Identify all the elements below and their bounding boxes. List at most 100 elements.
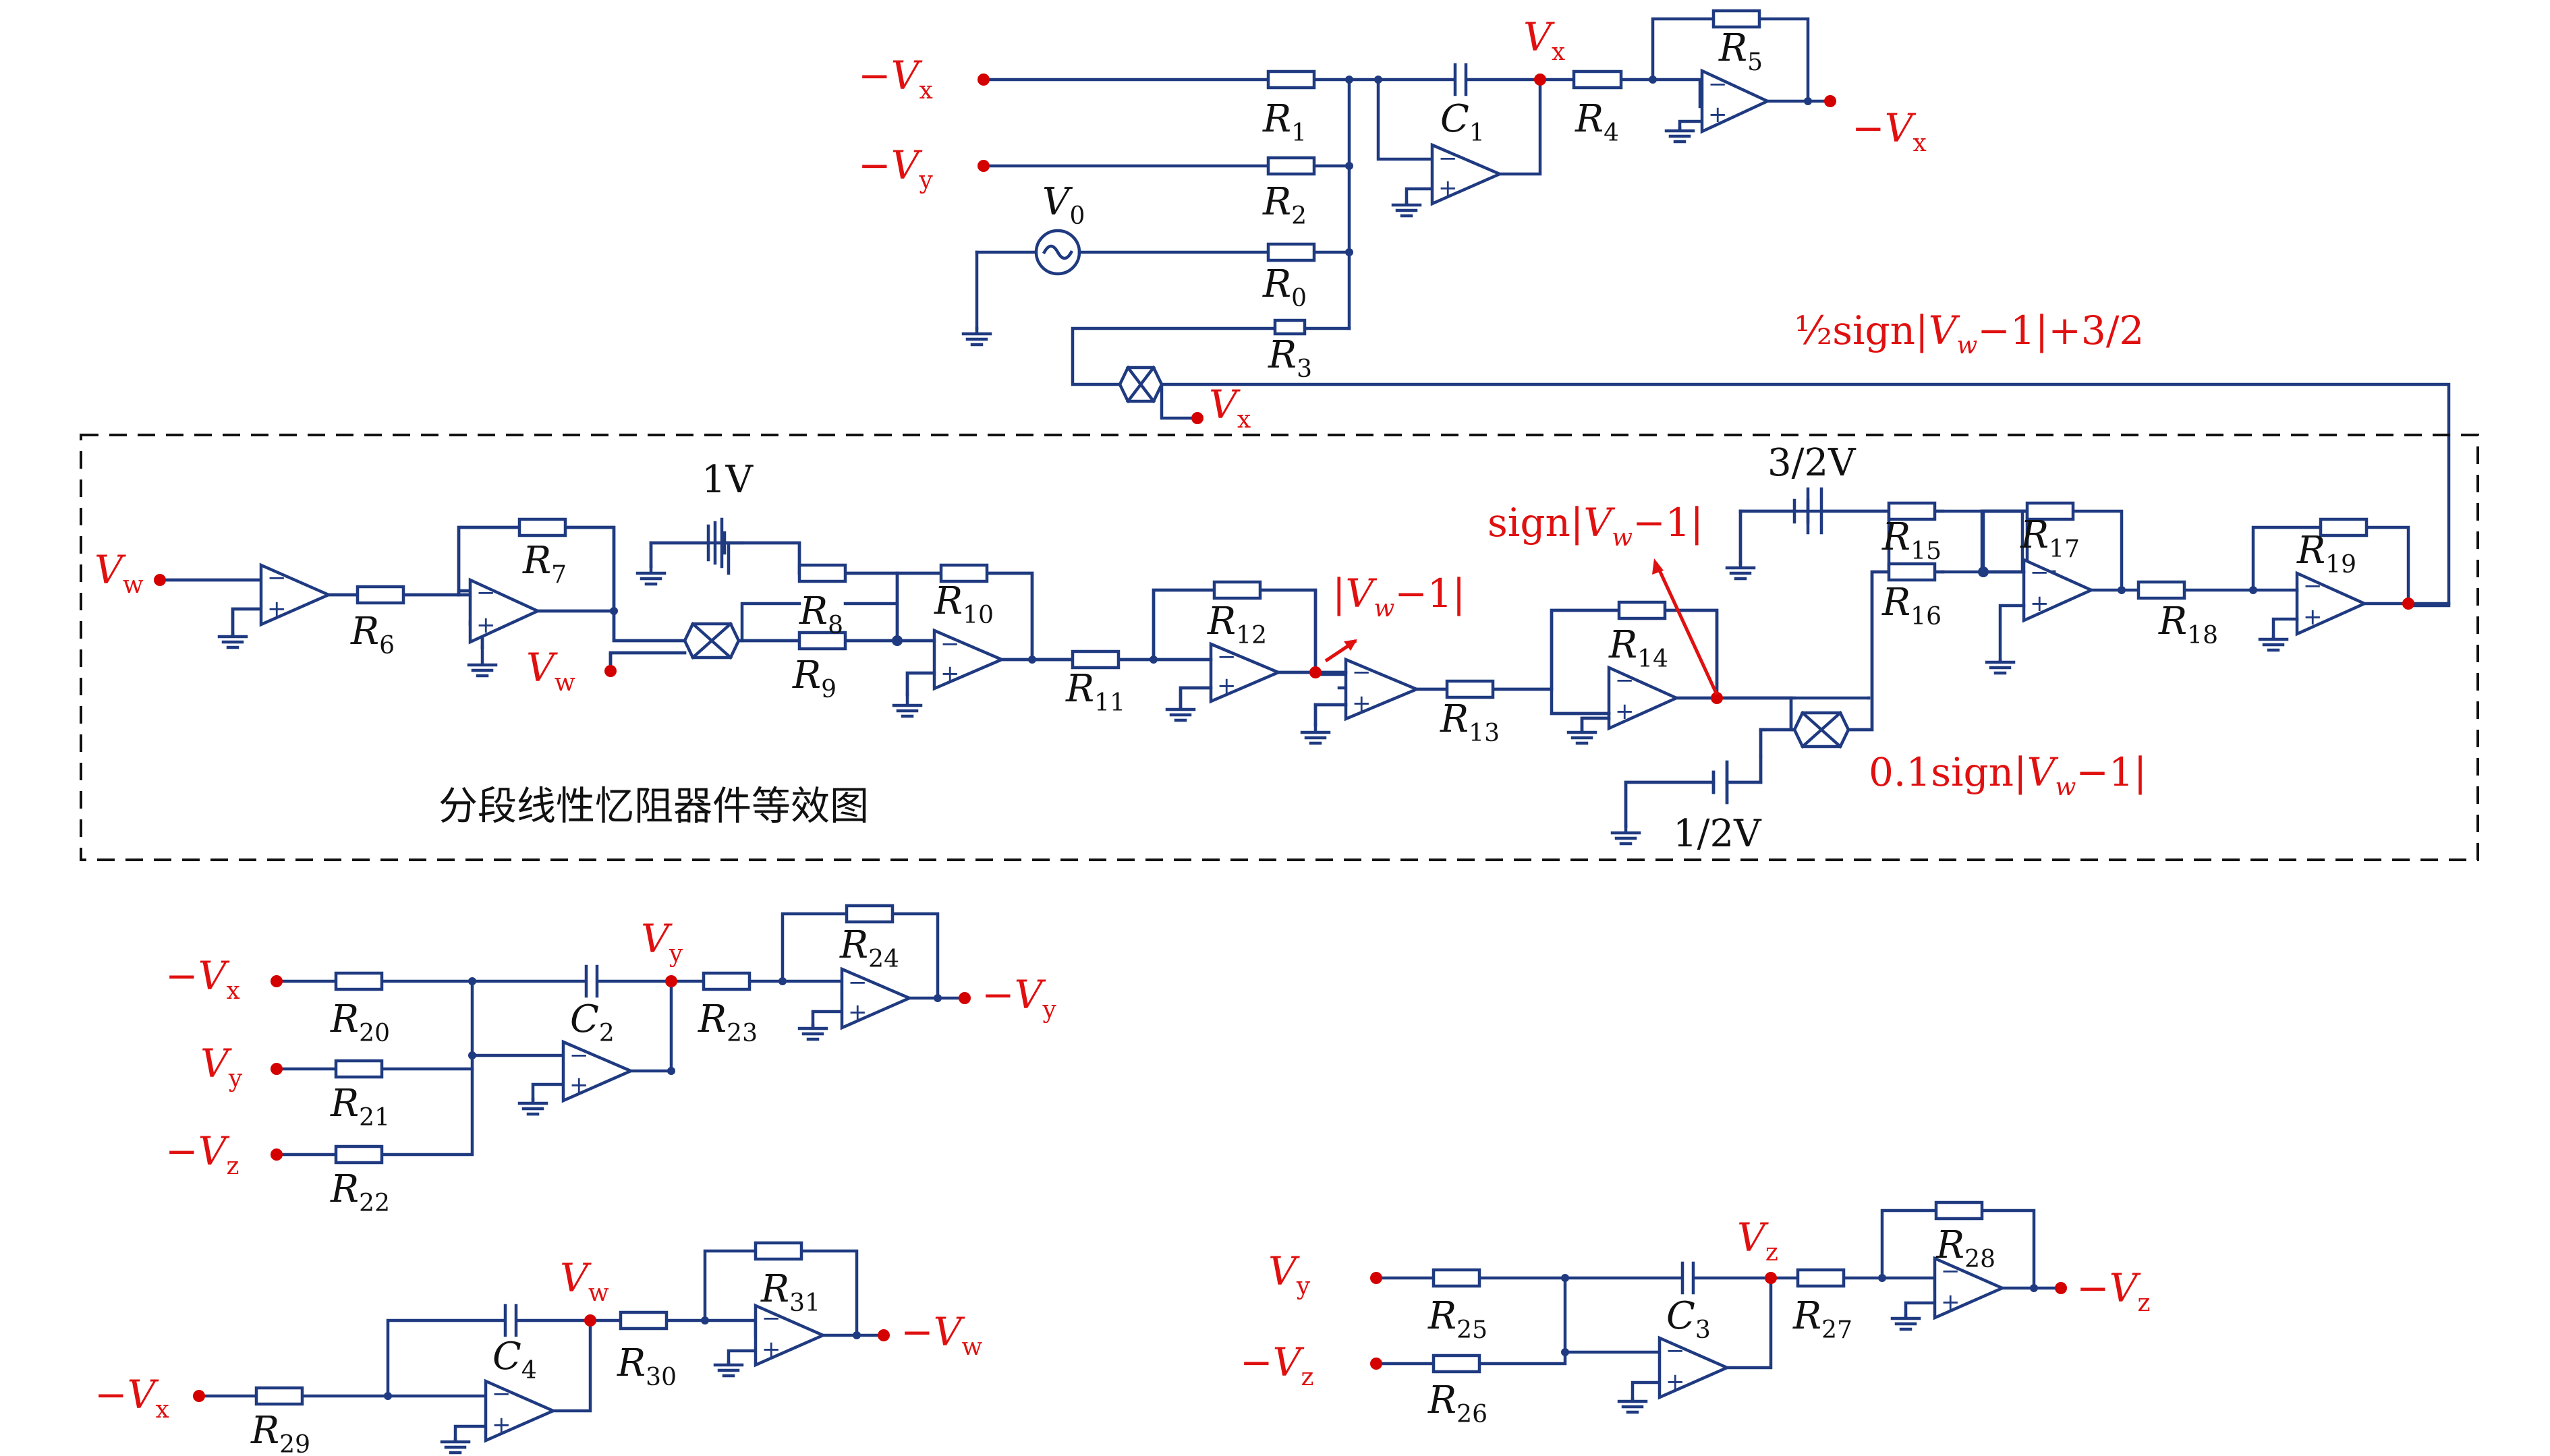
label-r9: R9	[792, 653, 837, 703]
label-3-2v-source: 3/2V	[1767, 441, 1857, 485]
annotation-arrows	[1324, 558, 1719, 696]
resistor-r27	[1796, 1268, 1846, 1288]
ground-icon	[440, 1438, 471, 1455]
ground-icon	[517, 1097, 548, 1116]
op-amp: −+	[1700, 68, 1772, 134]
op-amp: −+	[2022, 557, 2095, 623]
caption: 分段线性忆阻器件等效图	[438, 783, 869, 829]
label-r27: R27	[1792, 1294, 1852, 1344]
label-r19: R19	[2296, 529, 2356, 579]
svg-text:−: −	[848, 969, 868, 996]
memristor-resistors	[356, 501, 2369, 699]
wire	[608, 651, 687, 673]
label-r7: R7	[522, 539, 567, 589]
label-neg-vy-output: −Vy	[982, 972, 1057, 1024]
capacitor-c4	[503, 1304, 518, 1337]
ground-icon	[961, 326, 992, 347]
vx-circuit-labels: R1 R2 R0 R3 R4 R5 C1 V0 −Vx −Vy Vx −Vx V…	[858, 14, 2144, 434]
svg-text:+: +	[762, 1336, 781, 1363]
ground-icon	[1165, 706, 1196, 722]
svg-text:−: −	[267, 564, 287, 591]
svg-text:+: +	[848, 999, 868, 1026]
ground-icon	[1617, 1397, 1648, 1414]
resistor-r19	[2319, 517, 2369, 537]
svg-text:+: +	[2030, 590, 2049, 617]
op-amp: −+	[1607, 665, 1680, 731]
ground-icon	[713, 1360, 744, 1378]
label-c4: C4	[492, 1335, 537, 1385]
label-r22: R22	[330, 1167, 390, 1217]
svg-text:+: +	[1941, 1289, 1960, 1316]
label-r20: R20	[330, 997, 390, 1047]
svg-text:−: −	[1708, 71, 1728, 98]
memristor-box	[80, 434, 2479, 861]
label-r25: R25	[1427, 1294, 1488, 1344]
label-r13: R13	[1440, 697, 1500, 747]
svg-text:−: −	[1666, 1337, 1685, 1364]
resistor-r12	[1212, 580, 1262, 600]
svg-text:−: −	[1941, 1258, 1960, 1285]
label-vw-mult: Vw	[526, 645, 575, 697]
label-r29: R29	[250, 1409, 310, 1456]
svg-text:+: +	[492, 1411, 511, 1438]
resistor-r5	[1711, 9, 1761, 29]
label-vy-input: Vy	[1268, 1248, 1311, 1300]
ground-icon	[467, 645, 498, 678]
resistor-r29	[254, 1386, 304, 1406]
op-amp: −+	[1933, 1256, 2006, 1320]
resistor-r31	[754, 1241, 803, 1261]
annotation-abs: |Vw−1|	[1332, 571, 1465, 622]
ground-icon	[1985, 659, 2016, 675]
resistor-r24	[845, 904, 895, 924]
op-amp: −+	[2295, 571, 2369, 637]
label-r10: R10	[934, 579, 994, 629]
label-r11: R11	[1065, 667, 1125, 717]
resistor-r3	[1273, 318, 1307, 336]
resistor-r9	[797, 631, 847, 651]
svg-text:−: −	[2303, 573, 2323, 600]
svg-text:+: +	[476, 612, 496, 639]
label-vx-node: Vx	[1523, 14, 1565, 66]
label-vy-node: Vy	[641, 916, 683, 968]
svg-text:+: +	[1666, 1368, 1685, 1395]
resistor-r28	[1934, 1200, 1984, 1221]
label-r2: R2	[1262, 180, 1307, 230]
label-neg-vx-input: −Vx	[858, 53, 933, 105]
label-r18: R18	[2158, 600, 2218, 649]
label-c3: C3	[1666, 1294, 1711, 1344]
label-1-2v-source: 1/2V	[1673, 812, 1762, 856]
label-r31: R31	[760, 1267, 820, 1317]
memristor-opamps: −+ −+ −+ −+ −+ −+ −+ −+	[259, 557, 2369, 731]
label-vx-mult: Vx	[1209, 382, 1251, 434]
label-c1: C1	[1440, 97, 1485, 147]
svg-text:+: +	[1708, 101, 1728, 128]
op-amp: −+	[754, 1303, 827, 1368]
resistor-r4	[1572, 69, 1623, 90]
op-amp: −+	[259, 562, 333, 627]
label-r17: R17	[2020, 513, 2080, 563]
svg-text:+: +	[1615, 698, 1635, 725]
resistor-r18	[2136, 580, 2186, 600]
ground-icon	[1566, 730, 1597, 745]
resistor-r25	[1432, 1268, 1481, 1288]
label-r0: R0	[1262, 262, 1307, 312]
ground-icon	[217, 632, 248, 649]
label-neg-vx: −Vx	[94, 1372, 169, 1424]
multiplier-icon	[1118, 365, 1164, 404]
ground-icon	[1725, 561, 1756, 581]
label-r15: R15	[1881, 515, 1942, 565]
ground-icon	[2258, 635, 2289, 652]
label-r30: R30	[617, 1341, 677, 1391]
resistor-r13	[1445, 679, 1495, 699]
ground-icon	[892, 693, 923, 718]
label-neg-vw-output: −Vw	[901, 1309, 983, 1361]
resistor-r15	[1887, 501, 1937, 521]
ground-icon	[1300, 723, 1331, 745]
resistor-r14	[1617, 600, 1667, 620]
op-amp: −+	[484, 1378, 557, 1443]
vz-integrator-circuit: −+ −+ R25 R26 R27 R28 C3 Vy −Vz Vz −Vz	[1240, 1200, 2150, 1428]
svg-text:+: +	[1352, 690, 1371, 717]
label-c2: C2	[570, 997, 615, 1047]
resistor-r21	[334, 1059, 384, 1079]
